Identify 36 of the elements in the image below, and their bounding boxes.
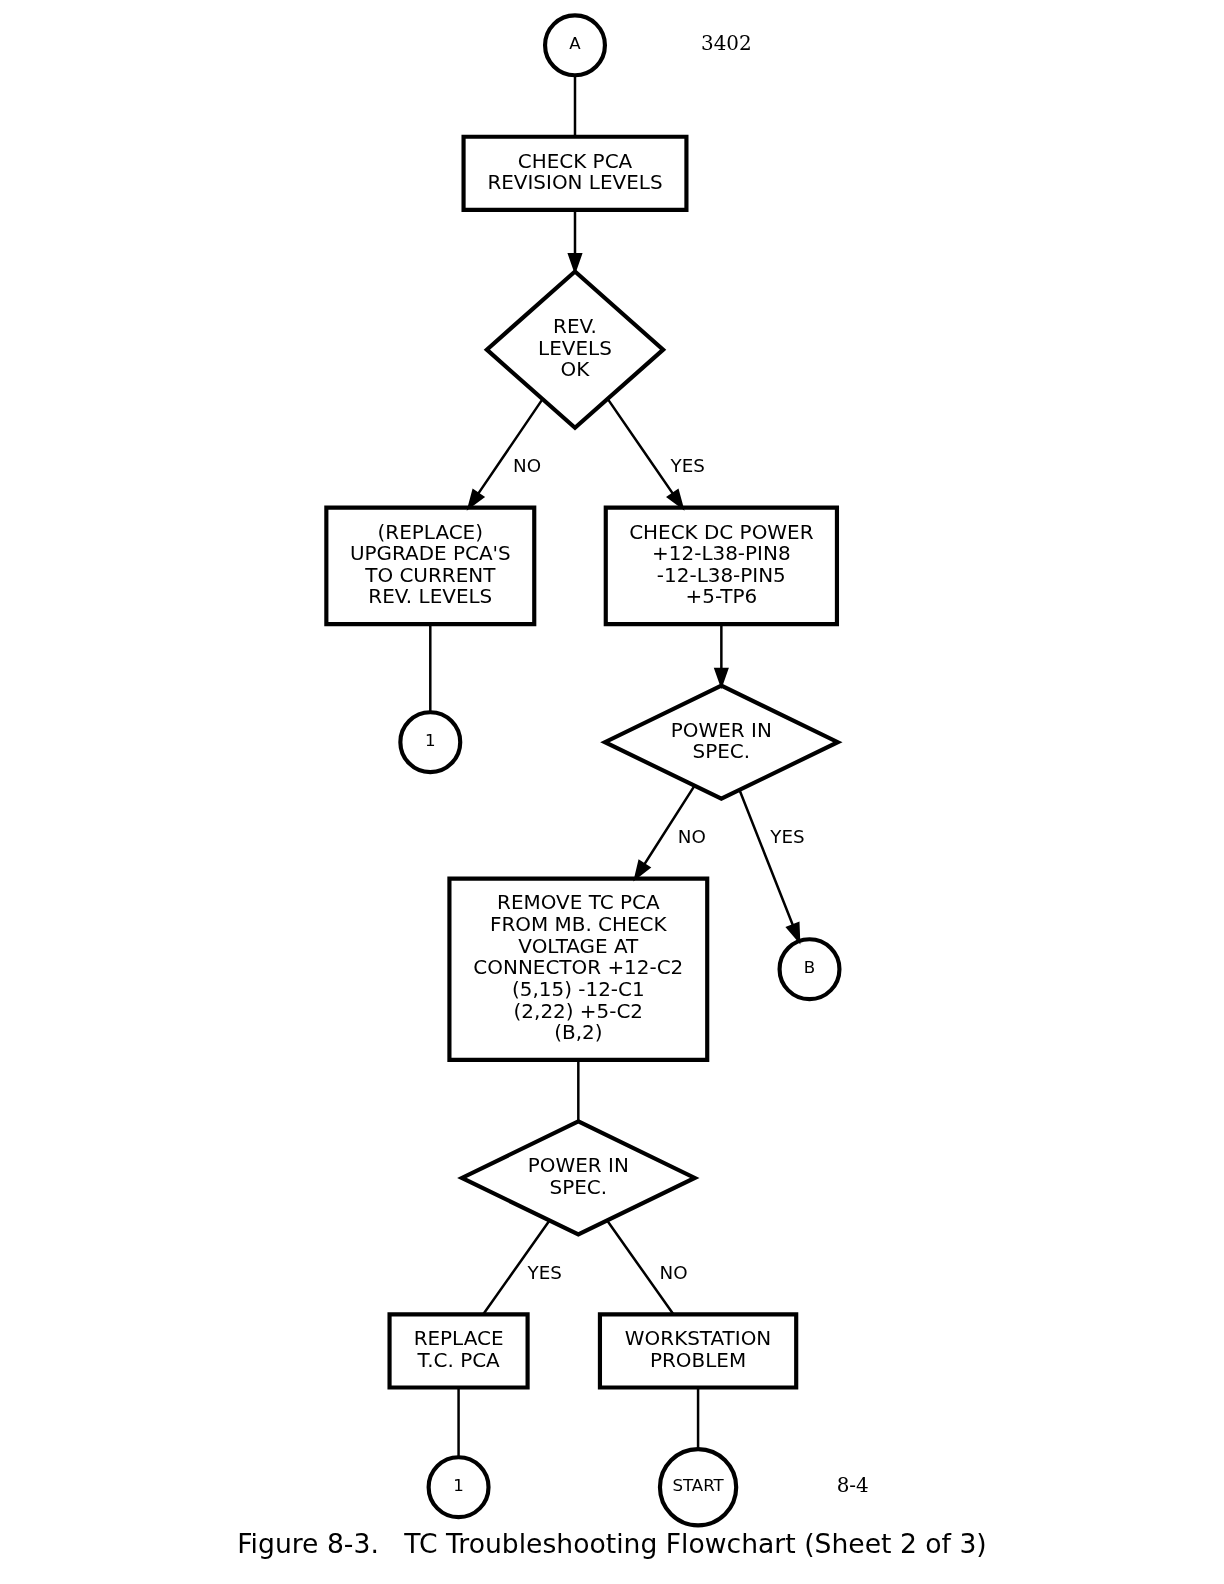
edge-label: NO bbox=[513, 455, 542, 477]
node-circle: 1 bbox=[398, 710, 463, 775]
node-box: CHECK PCA REVISION LEVELS bbox=[461, 134, 689, 213]
connector bbox=[696, 1387, 700, 1449]
node-box: WORKSTATION PROBLEM bbox=[597, 1312, 799, 1390]
edge-label: YES bbox=[527, 1262, 562, 1284]
node-box: (REPLACE) UPGRADE PCA'S TO CURRENT REV. LEVELS bbox=[324, 505, 537, 627]
arrow bbox=[466, 398, 544, 511]
label: 8-4 bbox=[836, 1473, 869, 1498]
caption: Figure 8-3. TC Troubleshooting Flowchart (Sheet 2 of 3) bbox=[237, 1528, 987, 1560]
arrow bbox=[567, 210, 583, 275]
label: 3402 bbox=[700, 31, 752, 56]
connector bbox=[429, 624, 432, 712]
connector bbox=[606, 1219, 675, 1315]
node-circle: A bbox=[542, 13, 607, 78]
arrow bbox=[606, 398, 685, 511]
arrow bbox=[713, 624, 729, 690]
connector bbox=[482, 1219, 551, 1315]
edge-label: NO bbox=[659, 1262, 688, 1284]
connector bbox=[573, 75, 577, 137]
node-box: REPLACE T.C. PCA bbox=[387, 1312, 530, 1390]
edge-label: NO bbox=[677, 826, 706, 848]
arrow bbox=[633, 785, 696, 882]
node-circle: B bbox=[777, 937, 842, 1002]
node-circle: 1 bbox=[426, 1455, 491, 1520]
edge-label: YES bbox=[770, 826, 805, 848]
node-box: CHECK DC POWER +12-L38-PIN8 -12-L38-PIN5 +5-TP6 bbox=[603, 505, 840, 627]
node-diamond: POWER IN SPEC. bbox=[600, 683, 843, 802]
node-diamond: POWER IN SPEC. bbox=[457, 1119, 700, 1237]
node-box: REMOVE TC PCA FROM MB. CHECK VOLTAGE AT CONNECTOR +12-C2 (5,15) -12-C1 (2,22) +5-C2 (B,2) bbox=[447, 876, 710, 1062]
node-diamond: REV. LEVELS OK bbox=[483, 268, 667, 431]
connector bbox=[457, 1387, 460, 1458]
edge-label: YES bbox=[670, 455, 705, 477]
arrow bbox=[738, 789, 801, 945]
node-circle: START bbox=[657, 1447, 739, 1528]
connector bbox=[577, 1060, 580, 1122]
